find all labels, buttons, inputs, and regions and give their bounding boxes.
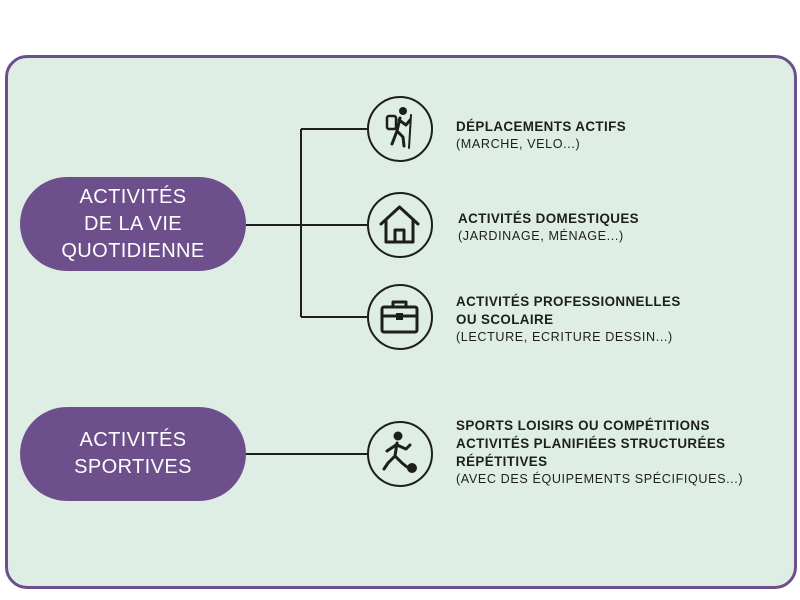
item-active-travel-sub: (MARCHE, VELO...) [456,137,581,151]
item-professional-sub: (LECTURE, ECRITURE DESSIN...) [456,330,673,344]
item-active-travel: DÉPLACEMENTS ACTIFS (MARCHE, VELO...) [456,118,626,153]
item-sports-title1: SPORTS LOISIRS OU COMPÉTITIONS [456,418,710,433]
item-sports-title2: ACTIVITÉS PLANIFIÉES STRUCTURÉES [456,436,726,451]
group-daily-line2: DE LA VIE [83,212,183,235]
item-professional-title2: OU SCOLAIRE [456,312,554,327]
item-sports-sub: (AVEC DES ÉQUIPEMENTS SPÉCIFIQUES...) [456,472,744,486]
item-active-travel-title: DÉPLACEMENTS ACTIFS [456,119,627,134]
hiker-icon [367,96,433,162]
item-sports-title3: RÉPÉTITIVES [456,454,548,469]
item-professional: ACTIVITÉS PROFESSIONNELLES OU SCOLAIRE (… [456,293,681,346]
item-sports: SPORTS LOISIRS OU COMPÉTITIONS ACTIVITÉS… [456,417,743,488]
group-sports-line2: SPORTIVES [74,456,192,478]
group-daily-line1: ACTIVITÉS [79,185,187,208]
group-sports-line1: ACTIVITÉS [79,429,187,451]
briefcase-icon [367,284,433,350]
football-player-icon [367,421,433,487]
item-domestic-title: ACTIVITÉS DOMESTIQUES [458,211,640,226]
house-icon [367,192,433,258]
group-daily-activities: ACTIVITÉS DE LA VIE QUOTIDIENNE [20,177,246,271]
item-domestic: ACTIVITÉS DOMESTIQUES (JARDINAGE, MÉNAGE… [458,210,639,245]
group-daily-line3: QUOTIDIENNE [61,239,205,262]
item-professional-title1: ACTIVITÉS PROFESSIONNELLES [456,294,681,309]
item-domestic-sub: (JARDINAGE, MÉNAGE...) [458,229,624,243]
group-sports-activities: ACTIVITÉS SPORTIVES [20,407,246,501]
